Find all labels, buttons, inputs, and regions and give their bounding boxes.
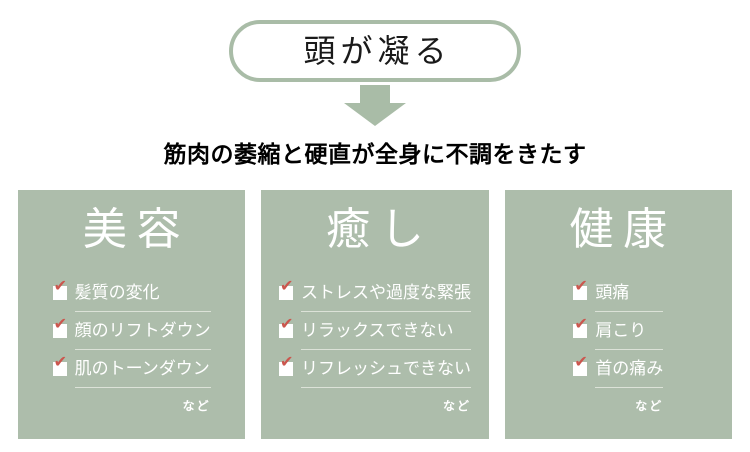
panel-healing: 癒し ✔ ストレスや過度な緊張 ✔ リラックスできない — [261, 190, 489, 439]
check-item: ✔ 肩こり — [573, 317, 664, 351]
check-item: ✔ 頭痛 — [573, 279, 664, 313]
item-underline — [300, 303, 471, 313]
down-arrow-shaft — [360, 85, 390, 103]
check-item-label: 髪質の変化 — [74, 283, 160, 303]
checkbox-icon: ✔ — [52, 317, 67, 339]
panels-row: 美容 ✔ 髪質の変化 ✔ 顔のリフトダウン — [0, 190, 750, 439]
infographic: 頭が凝る 筋肉の萎縮と硬直が全身に不調をきたす 美容 ✔ 髪質の変化 ✔ — [0, 20, 750, 452]
item-underline — [300, 379, 471, 389]
checkmark-icon: ✔ — [574, 316, 588, 334]
checkbox-icon: ✔ — [573, 355, 588, 377]
checkmark-icon: ✔ — [279, 316, 294, 334]
down-arrow-icon — [344, 85, 406, 126]
panel-beauty-title: 美容 — [82, 205, 191, 254]
checkmark-icon: ✔ — [53, 278, 68, 296]
item-underline — [300, 341, 471, 351]
headline: 筋肉の萎縮と硬直が全身に不調をきたす — [163, 141, 587, 167]
check-item-label: 頭痛 — [595, 283, 630, 303]
etc-label: など — [442, 399, 471, 414]
panel-healing-title: 癒し — [326, 205, 434, 254]
etc-label: など — [635, 399, 664, 414]
check-item: ✔ 髪質の変化 — [52, 279, 211, 313]
check-item-label: 顔のリフトダウン — [74, 321, 211, 341]
check-item: ✔ リフレッシュできない — [278, 355, 471, 389]
checkbox-icon: ✔ — [278, 355, 293, 377]
panel-healing-checklist: ✔ ストレスや過度な緊張 ✔ リラックスできない ✔ リフレッシュできない — [278, 279, 471, 414]
checkbox-icon: ✔ — [278, 279, 293, 301]
item-underline — [595, 379, 664, 389]
item-underline — [74, 303, 211, 313]
title-pill-label: 頭が凝る — [303, 33, 452, 69]
check-item-label: リラックスできない — [300, 321, 454, 341]
panel-health-checklist: ✔ 頭痛 ✔ 肩こり ✔ 首の痛み — [573, 279, 664, 414]
panel-beauty: 美容 ✔ 髪質の変化 ✔ 顔のリフトダウン — [18, 190, 246, 439]
checkbox-icon: ✔ — [573, 317, 588, 339]
panel-health: 健康 ✔ 頭痛 ✔ 肩こり — [504, 190, 732, 439]
check-item-label: ストレスや過度な緊張 — [300, 283, 471, 303]
check-item-label: 肌のトーンダウン — [74, 359, 210, 379]
checkmark-icon: ✔ — [574, 278, 588, 296]
check-item-label: 肩こり — [595, 321, 647, 341]
item-underline — [595, 341, 664, 351]
item-underline — [595, 303, 664, 313]
checkbox-icon: ✔ — [52, 279, 67, 301]
checkbox-icon: ✔ — [278, 317, 293, 339]
checkbox-icon: ✔ — [573, 279, 588, 301]
checkbox-icon: ✔ — [52, 355, 67, 377]
checkmark-icon: ✔ — [53, 316, 68, 334]
check-item: ✔ 肌のトーンダウン — [52, 355, 211, 389]
check-item-label: リフレッシュできない — [300, 359, 471, 379]
check-item: ✔ 顔のリフトダウン — [52, 317, 211, 351]
title-pill: 頭が凝る — [229, 20, 521, 82]
check-item: ✔ ストレスや過度な緊張 — [278, 279, 471, 313]
checkmark-icon: ✔ — [279, 354, 294, 372]
panel-health-title: 健康 — [569, 205, 677, 254]
item-underline — [74, 341, 211, 351]
check-item: ✔ リラックスできない — [278, 317, 471, 351]
item-underline — [74, 379, 211, 389]
checkmark-icon: ✔ — [279, 278, 294, 296]
checkmark-icon: ✔ — [574, 354, 588, 372]
down-arrow-head — [344, 103, 406, 126]
etc-label: など — [182, 399, 211, 414]
check-item: ✔ 首の痛み — [573, 355, 664, 389]
check-item-label: 首の痛み — [595, 359, 664, 379]
panel-beauty-checklist: ✔ 髪質の変化 ✔ 顔のリフトダウン ✔ 肌のトーンダウン — [52, 279, 211, 414]
checkmark-icon: ✔ — [53, 354, 68, 372]
